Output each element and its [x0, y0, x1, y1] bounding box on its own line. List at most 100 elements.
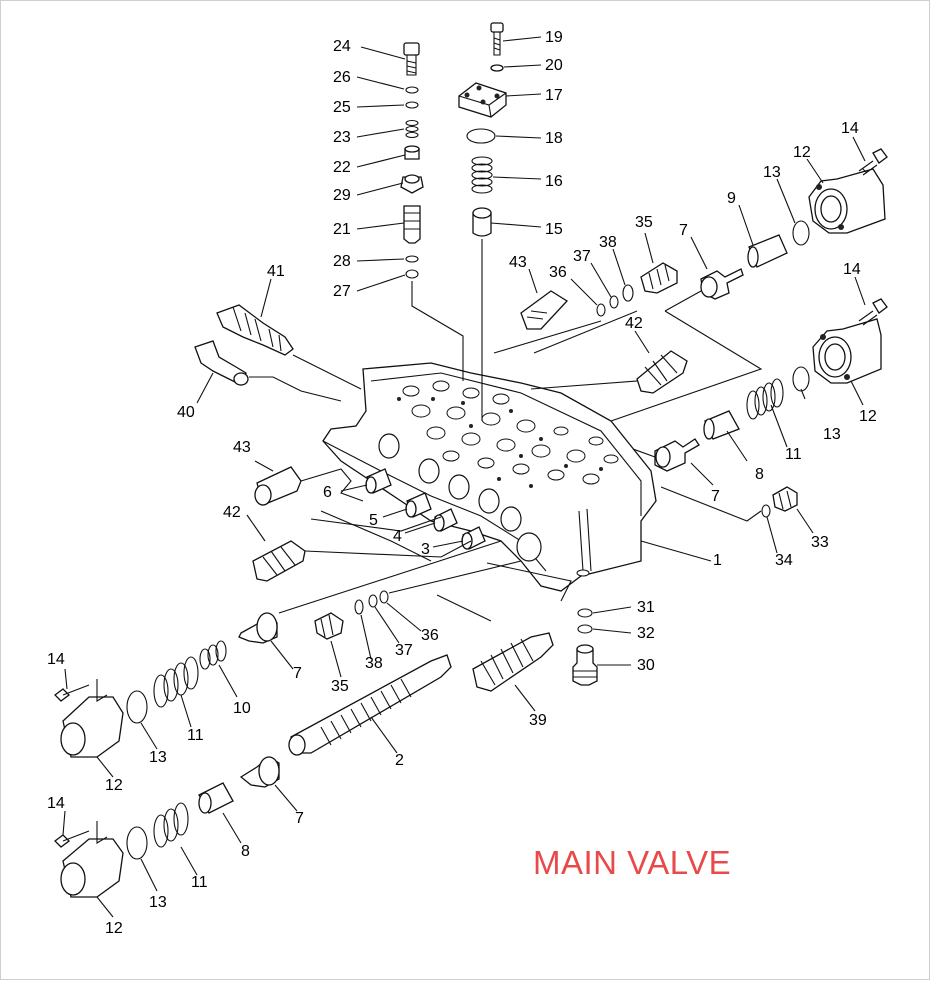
part-bolt-19	[490, 22, 504, 56]
callout-43-left: 43	[233, 439, 251, 456]
part-plug-33	[772, 486, 798, 512]
callout-42-left: 42	[223, 504, 241, 521]
callout-5: 5	[369, 512, 378, 529]
part-spring-11-lower-b	[153, 802, 189, 848]
callout-3: 3	[421, 541, 430, 558]
callout-11-lower-a: 11	[187, 727, 204, 744]
callout-9: 9	[727, 190, 736, 207]
part-relief-valve-42-left	[252, 540, 306, 582]
callout-43-top: 43	[509, 254, 527, 271]
callout-13-lower-b: 13	[149, 894, 167, 911]
callout-22: 22	[333, 159, 351, 176]
part-poppet-22	[404, 145, 420, 160]
callout-37-lower: 37	[395, 642, 413, 659]
callout-25: 25	[333, 99, 351, 116]
part-spring-23	[405, 119, 419, 139]
callout-36-lower: 36	[421, 627, 439, 644]
callout-7-right: 7	[711, 488, 720, 505]
callout-12-right: 12	[859, 408, 877, 425]
part-bolt-14-lower-b	[54, 830, 90, 848]
part-stopper-8-lower	[198, 782, 234, 814]
callout-37-top: 37	[573, 248, 591, 265]
part-cap-12-lower-left-a	[60, 679, 124, 758]
part-oring-13-right	[792, 366, 810, 392]
part-ring-37-lower	[368, 594, 378, 608]
part-oring-36-upper	[596, 303, 606, 317]
callout-34: 34	[775, 552, 793, 569]
part-spool-end-7-lower-center	[238, 612, 278, 644]
part-cap-12-upper	[808, 168, 886, 234]
callout-13-top: 13	[763, 164, 781, 181]
part-plug-43-upper	[520, 290, 569, 330]
callout-15: 15	[545, 221, 563, 238]
callout-39: 39	[529, 712, 547, 729]
callout-8-lower: 8	[241, 843, 250, 860]
part-spring-11-lower-a	[153, 656, 199, 708]
part-washer-20	[490, 64, 504, 72]
diagram-title: MAIN VALVE	[533, 844, 732, 881]
callout-29: 29	[333, 187, 351, 204]
part-nut-29	[400, 174, 424, 194]
part-oring-13-lower-b	[126, 826, 148, 860]
part-poppet-5	[405, 492, 432, 518]
callout-40: 40	[177, 404, 195, 421]
callout-32: 32	[637, 625, 655, 642]
callout-20: 20	[545, 57, 563, 74]
part-fitting-40	[194, 340, 249, 386]
callout-14-lower-a: 14	[47, 651, 65, 668]
callout-31: 31	[637, 599, 655, 616]
callout-8-right: 8	[755, 466, 764, 483]
part-oring-34	[761, 504, 771, 518]
callout-2: 2	[395, 752, 404, 769]
part-stopper-9	[747, 234, 788, 268]
part-bolt-14-right	[858, 298, 888, 326]
part-spring-16	[471, 156, 493, 194]
part-plug-30	[572, 644, 598, 686]
part-plug-24	[403, 42, 420, 76]
part-plug-35-upper	[640, 262, 678, 294]
callout-26: 26	[333, 69, 351, 86]
callout-7-lower: 7	[295, 810, 304, 827]
part-plug-35-lower	[314, 612, 344, 640]
part-piston-15	[472, 207, 492, 237]
callout-14-lower-b: 14	[47, 795, 65, 812]
callout-33: 33	[811, 534, 829, 551]
callout-7-top: 7	[679, 222, 688, 239]
callout-13-lower-a: 13	[149, 749, 167, 766]
part-cap-12-lower-left-b	[60, 821, 124, 898]
callout-36-top: 36	[549, 264, 567, 281]
part-cap-12-right	[812, 318, 882, 384]
part-oring-28	[405, 255, 419, 263]
valve-body	[322, 362, 657, 592]
part-ring-38-lower	[354, 599, 364, 615]
part-main-spool-2	[288, 654, 452, 756]
part-relief-valve-39	[472, 632, 554, 692]
callout-27: 27	[333, 283, 351, 300]
callout-28: 28	[333, 253, 351, 270]
callout-38-lower: 38	[365, 655, 383, 672]
callout-1: 1	[713, 552, 722, 569]
part-bolt-14-lower-a	[54, 684, 90, 702]
part-spool-end-7-lower	[239, 756, 280, 788]
part-relief-valve-42-upper	[636, 350, 688, 394]
callout-leaders	[62, 36, 866, 918]
part-oring-36-lower	[379, 590, 389, 604]
callout-19: 19	[545, 29, 563, 46]
callout-13-right: 13	[823, 426, 841, 443]
callout-41: 41	[267, 263, 285, 280]
callout-10: 10	[233, 700, 251, 717]
part-oring-31	[577, 608, 593, 618]
callout-18: 18	[545, 130, 563, 147]
callout-numbers: 24 26 25 23 22 29 21 28 27 19 20 17 18 1…	[47, 29, 877, 937]
part-oring-26	[405, 86, 419, 94]
part-oring-18	[466, 128, 496, 144]
callout-30: 30	[637, 657, 655, 674]
part-spring-11-right	[746, 378, 784, 420]
callout-12-top: 12	[793, 144, 811, 161]
callout-12-lower-b: 12	[105, 920, 123, 937]
callout-38-top: 38	[599, 234, 617, 251]
part-oring-13-lower-a	[126, 690, 148, 724]
part-ring-27	[405, 269, 419, 279]
